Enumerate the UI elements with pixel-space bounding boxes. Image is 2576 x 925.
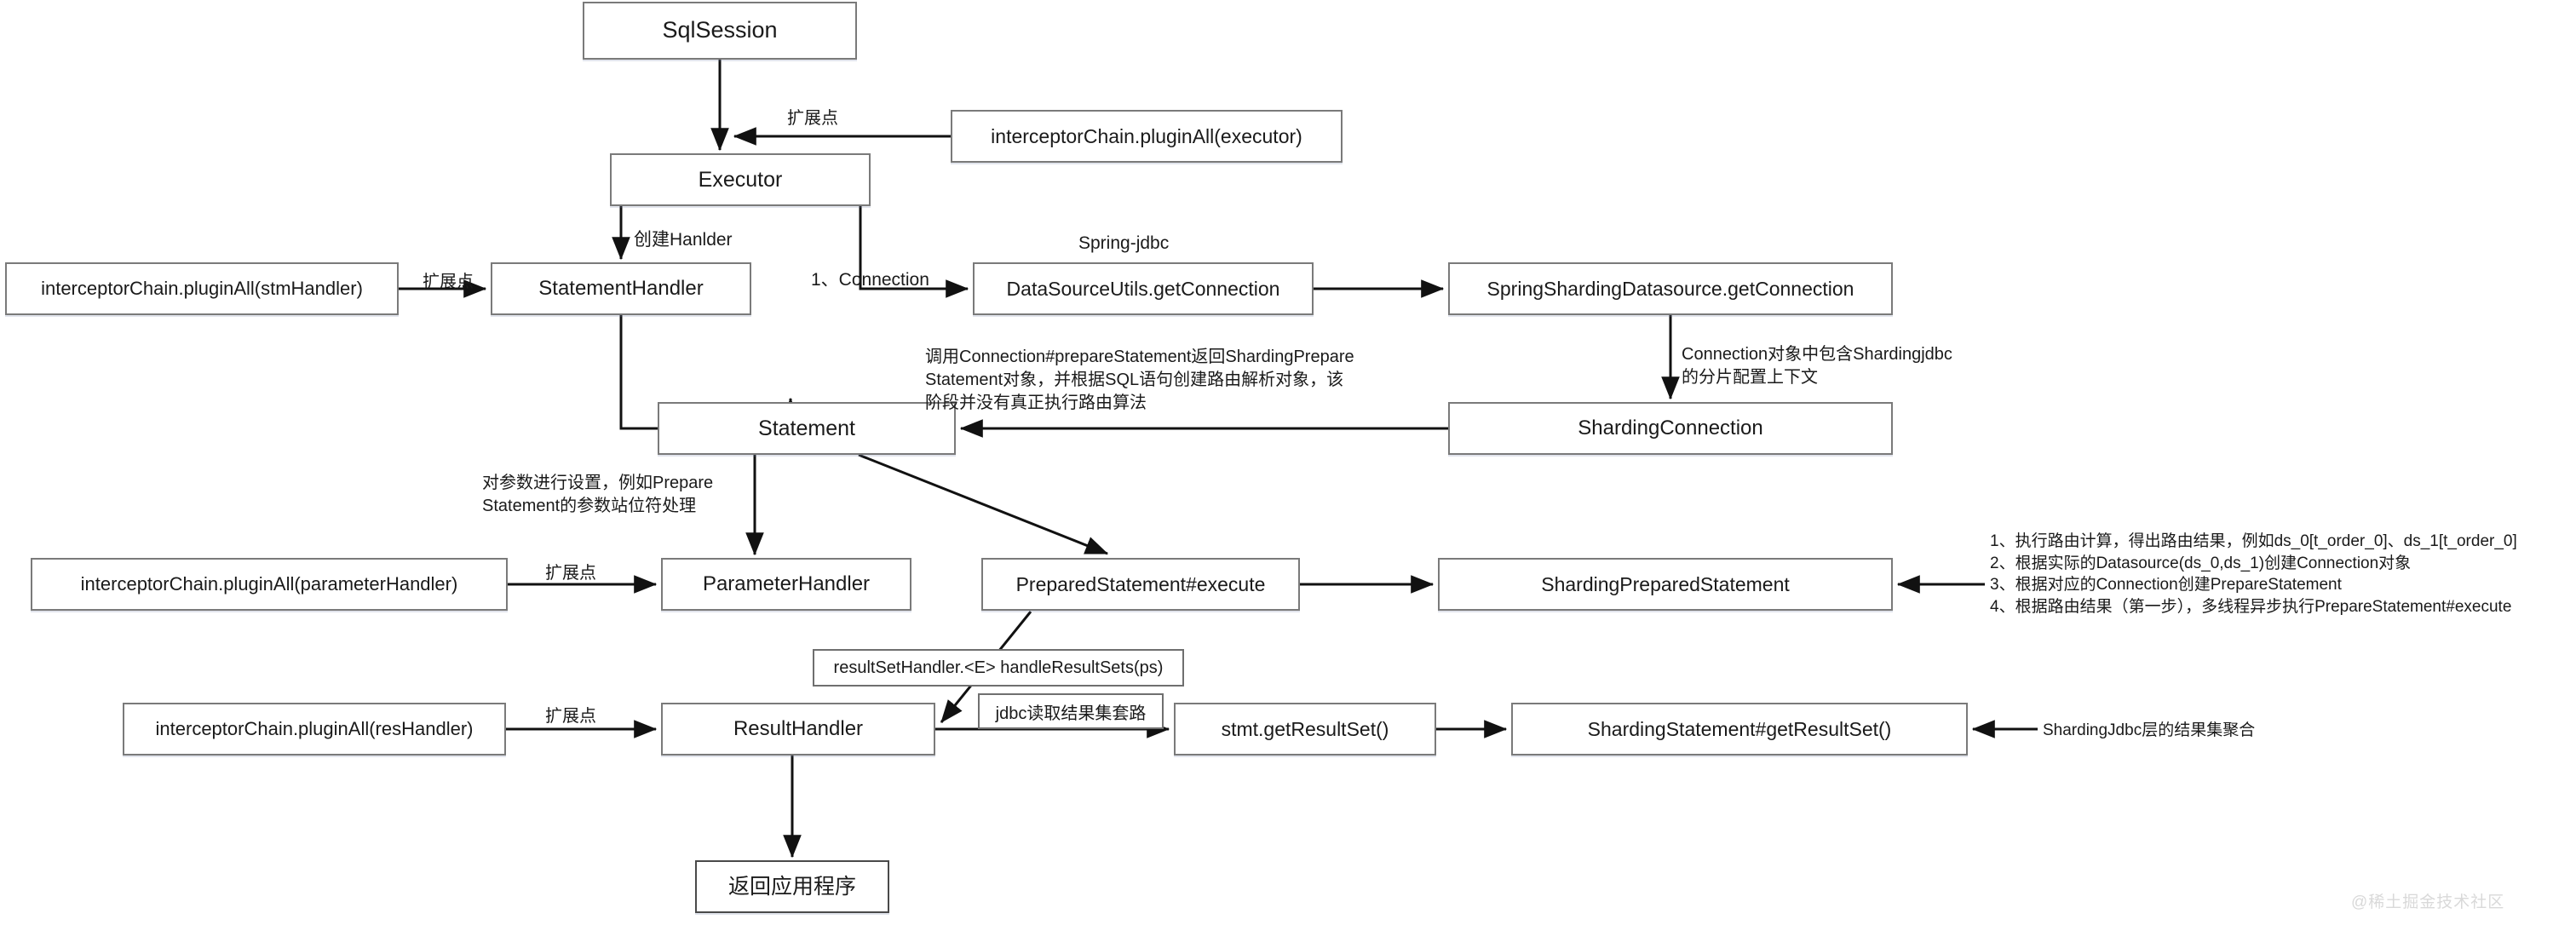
node-datasource-utils[interactable]: DataSourceUtils.getConnection xyxy=(973,262,1314,315)
node-plugin-parameter-handler[interactable]: interceptorChain.pluginAll(parameterHand… xyxy=(31,558,508,611)
node-spring-sharding-datasource[interactable]: SpringShardingDatasource.getConnection xyxy=(1448,262,1893,315)
node-sharding-statement-get-result-set[interactable]: ShardingStatement#getResultSet() xyxy=(1511,703,1968,756)
node-plugin-executor-label: interceptorChain.pluginAll(executor) xyxy=(991,124,1302,147)
node-parameter-handler-label: ParameterHandler xyxy=(702,572,871,596)
node-sqlsession-label: SqlSession xyxy=(662,17,778,43)
node-result-handler-label: ResultHandler xyxy=(733,717,864,741)
edge-label-extension-point-parameter: 扩展点 xyxy=(545,564,596,583)
tag-result-set-handler-label: resultSetHandler.<E> handleResultSets(ps… xyxy=(833,658,1164,677)
edge-label-connection-step-1: 1、Connection xyxy=(811,270,929,290)
node-sharding-connection[interactable]: ShardingConnection xyxy=(1448,402,1893,455)
node-result-handler[interactable]: ResultHandler xyxy=(661,703,935,756)
node-prepared-statement-execute[interactable]: PreparedStatement#execute xyxy=(981,558,1300,611)
note-routing-steps: 1、执行路由计算，得出路由结果，例如ds_0[t_order_0]、ds_1[t… xyxy=(1990,532,2517,616)
edge-executor-dsutils xyxy=(859,206,969,298)
node-sharding-prepared-statement-label: ShardingPreparedStatement xyxy=(1541,572,1790,595)
tag-result-set-handler[interactable]: resultSetHandler.<E> handleResultSets(ps… xyxy=(813,649,1184,687)
node-return-to-application-label: 返回应用程序 xyxy=(727,874,856,899)
node-spring-sharding-datasource-label: SpringShardingDatasource.getConnection xyxy=(1486,277,1854,300)
node-statement-handler[interactable]: StatementHandler xyxy=(491,262,751,315)
edge-statement-psexecute xyxy=(858,453,1109,555)
node-statement-label: Statement xyxy=(758,416,855,440)
node-statement[interactable]: Statement xyxy=(658,402,956,455)
node-stmt-get-result-set-label: stmt.getResultSet() xyxy=(1221,717,1389,740)
watermark: @稀土掘金技术社区 xyxy=(2351,893,2505,911)
node-statement-handler-label: StatementHandler xyxy=(538,277,704,301)
tag-jdbc-resultset-routine-label: jdbc读取结果集套路 xyxy=(995,704,1147,723)
node-executor[interactable]: Executor xyxy=(610,153,871,206)
node-parameter-handler[interactable]: ParameterHandler xyxy=(661,558,911,611)
edge-label-extension-point-stm: 扩展点 xyxy=(423,273,474,291)
tag-jdbc-resultset-routine[interactable]: jdbc读取结果集套路 xyxy=(978,693,1164,729)
note-connection-context: Connection对象中包含Shardingjdbc 的分片配置上下文 xyxy=(1682,345,1952,387)
node-executor-label: Executor xyxy=(698,167,783,192)
node-sharding-prepared-statement[interactable]: ShardingPreparedStatement xyxy=(1438,558,1893,611)
node-sharding-connection-label: ShardingConnection xyxy=(1578,417,1763,440)
edge-label-spring-jdbc: Spring-jdbc xyxy=(1078,233,1170,253)
edge-label-create-handler: 创建Hanlder xyxy=(634,230,733,250)
node-prepared-statement-execute-label: PreparedStatement#execute xyxy=(1015,572,1266,595)
node-sharding-statement-get-result-set-label: ShardingStatement#getResultSet() xyxy=(1587,717,1892,740)
node-plugin-res-handler-label: interceptorChain.pluginAll(resHandler) xyxy=(155,718,474,740)
note-prepare-statement: 调用Connection#prepareStatement返回ShardingP… xyxy=(925,348,1354,412)
node-plugin-stm-handler-label: interceptorChain.pluginAll(stmHandler) xyxy=(41,278,363,300)
node-plugin-parameter-handler-label: interceptorChain.pluginAll(parameterHand… xyxy=(80,573,458,595)
edge-label-extension-point-executor: 扩展点 xyxy=(787,109,838,128)
edge-label-sharding-aggregation: ShardingJdbc层的结果集聚合 xyxy=(2043,721,2256,739)
edge-label-extension-point-result: 扩展点 xyxy=(545,707,596,726)
node-plugin-executor[interactable]: interceptorChain.pluginAll(executor) xyxy=(951,110,1343,163)
node-datasource-utils-label: DataSourceUtils.getConnection xyxy=(1006,277,1280,300)
node-plugin-res-handler[interactable]: interceptorChain.pluginAll(resHandler) xyxy=(123,703,506,756)
node-return-to-application[interactable]: 返回应用程序 xyxy=(695,860,889,913)
node-stmt-get-result-set[interactable]: stmt.getResultSet() xyxy=(1174,703,1436,756)
note-parameter-setting: 对参数进行设置，例如Prepare Statement的参数站位符处理 xyxy=(482,474,714,515)
node-plugin-stm-handler[interactable]: interceptorChain.pluginAll(stmHandler) xyxy=(5,262,399,315)
node-sqlsession[interactable]: SqlSession xyxy=(583,2,857,60)
